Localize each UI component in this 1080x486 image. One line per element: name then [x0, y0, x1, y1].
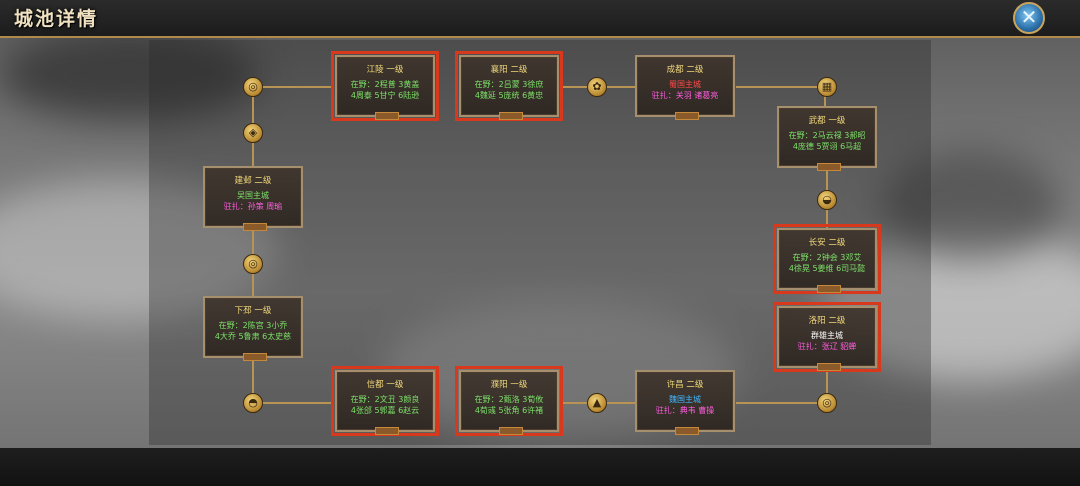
city-name: 许昌 二级 — [666, 380, 704, 390]
city-card-wudu[interactable]: 武都 一级在野：2马云禄 3郝昭 4庞德 5贾诩 6马超 — [777, 106, 877, 171]
city-info-line: 4魏延 5庞统 6黄忠 — [474, 91, 544, 100]
spiral-icon: ◎ — [243, 77, 263, 97]
city-info-line: 在野：2马云禄 3郝昭 — [788, 131, 866, 140]
pagoda-silhouette — [880, 150, 1060, 260]
city-card-changan[interactable]: 长安 二级在野：2钟会 3邓艾 4徐晃 5姜维 6司马懿 — [773, 224, 881, 294]
city-info-line: 4荀彧 5张角 6许褚 — [474, 406, 544, 415]
city-card-jianye[interactable]: 建邺 二级吴国主城驻扎：孙策 周瑜 — [203, 166, 303, 231]
city-name: 长安 二级 — [808, 238, 846, 248]
city-name: 下邳 一级 — [234, 306, 272, 316]
city-info-line: 魏国主城 — [669, 395, 701, 404]
city-info-line: 在野：2吕蒙 3徐庶 — [474, 80, 544, 89]
city-info-line: 驻扎：孙策 周瑜 — [223, 202, 283, 211]
city-card-luoyang[interactable]: 洛阳 二级群雄主城驻扎：张辽 貂蝉 — [773, 302, 881, 372]
card-tab — [243, 353, 267, 361]
city-card-jiangling[interactable]: 江陵 一级在野：2程普 3黄盖 4周泰 5甘宁 6陆逊 — [331, 51, 439, 121]
city-card-puyang[interactable]: 濮阳 一级在野：2甄洛 3荀攸 4荀彧 5张角 6许褚 — [455, 366, 563, 436]
card-tab — [375, 427, 399, 435]
grid-icon: ▦ — [817, 77, 837, 97]
city-card-xiapi[interactable]: 下邳 一级在野：2陈宫 3小乔 4大乔 5鲁肃 6太史慈 — [203, 296, 303, 361]
card-tab — [817, 285, 841, 293]
spiral-icon: ◎ — [817, 393, 837, 413]
card-tab — [243, 223, 267, 231]
city-info-line: 蜀国主城 — [669, 80, 701, 89]
bowl-icon: ◒ — [817, 190, 837, 210]
card-tab — [375, 112, 399, 120]
square-knot-icon: ◈ — [243, 123, 263, 143]
hat-icon: ▲ — [587, 393, 607, 413]
city-name: 建邺 二级 — [234, 176, 272, 186]
city-info-line: 4张郃 5郭嘉 6赵云 — [350, 406, 420, 415]
pine-tree-silhouette — [0, 30, 260, 120]
city-info-line: 在野：2钟会 3邓艾 — [792, 253, 862, 262]
city-name: 成都 二级 — [666, 65, 704, 75]
city-info-line: 群雄主城 — [811, 331, 843, 340]
city-card-xiangyang[interactable]: 襄阳 二级在野：2吕蒙 3徐庶 4魏延 5庞统 6黄忠 — [455, 51, 563, 121]
city-name: 襄阳 二级 — [490, 65, 528, 75]
city-info-line: 4大乔 5鲁肃 6太史慈 — [214, 332, 292, 341]
city-info-line: 在野：2陈宫 3小乔 — [218, 321, 288, 330]
card-tab — [817, 163, 841, 171]
city-info-line: 驻扎：关羽 诸葛亮 — [651, 91, 719, 100]
city-info-line: 驻扎：典韦 曹操 — [655, 406, 715, 415]
city-info-line: 驻扎：张辽 貂蝉 — [797, 342, 857, 351]
close-x-icon[interactable]: ✕ — [1013, 2, 1045, 34]
city-name: 江陵 一级 — [366, 65, 404, 75]
city-info-line: 在野：2甄洛 3荀攸 — [474, 395, 544, 404]
spiral-icon: ◎ — [243, 254, 263, 274]
city-name: 濮阳 一级 — [490, 380, 528, 390]
ship-icon: ◓ — [243, 393, 263, 413]
card-tab — [675, 112, 699, 120]
knot-icon: ✿ — [587, 77, 607, 97]
card-tab — [499, 112, 523, 120]
window-title: 城池详情 — [14, 8, 99, 30]
card-tab — [499, 427, 523, 435]
city-info-line: 在野：2程普 3黄盖 — [350, 80, 420, 89]
city-name: 武都 一级 — [808, 116, 846, 126]
title-bar: 城池详情 ✕ — [0, 0, 1080, 38]
city-info-line: 吴国主城 — [237, 191, 269, 200]
card-tab — [817, 363, 841, 371]
bottom-bar — [0, 448, 1080, 486]
city-info-line: 在野：2文丑 3颜良 — [350, 395, 420, 404]
city-name: 洛阳 二级 — [808, 316, 846, 326]
city-info-line: 4庞德 5贾诩 6马超 — [792, 142, 862, 151]
city-name: 信都 一级 — [366, 380, 404, 390]
city-info-line: 4徐晃 5姜维 6司马懿 — [788, 264, 866, 273]
city-card-xuchang[interactable]: 许昌 二级魏国主城驻扎：典韦 曹操 — [635, 370, 735, 435]
city-card-chengdu[interactable]: 成都 二级蜀国主城驻扎：关羽 诸葛亮 — [635, 55, 735, 120]
city-card-xindu[interactable]: 信都 一级在野：2文丑 3颜良 4张郃 5郭嘉 6赵云 — [331, 366, 439, 436]
card-tab — [675, 427, 699, 435]
city-info-line: 4周泰 5甘宁 6陆逊 — [350, 91, 420, 100]
